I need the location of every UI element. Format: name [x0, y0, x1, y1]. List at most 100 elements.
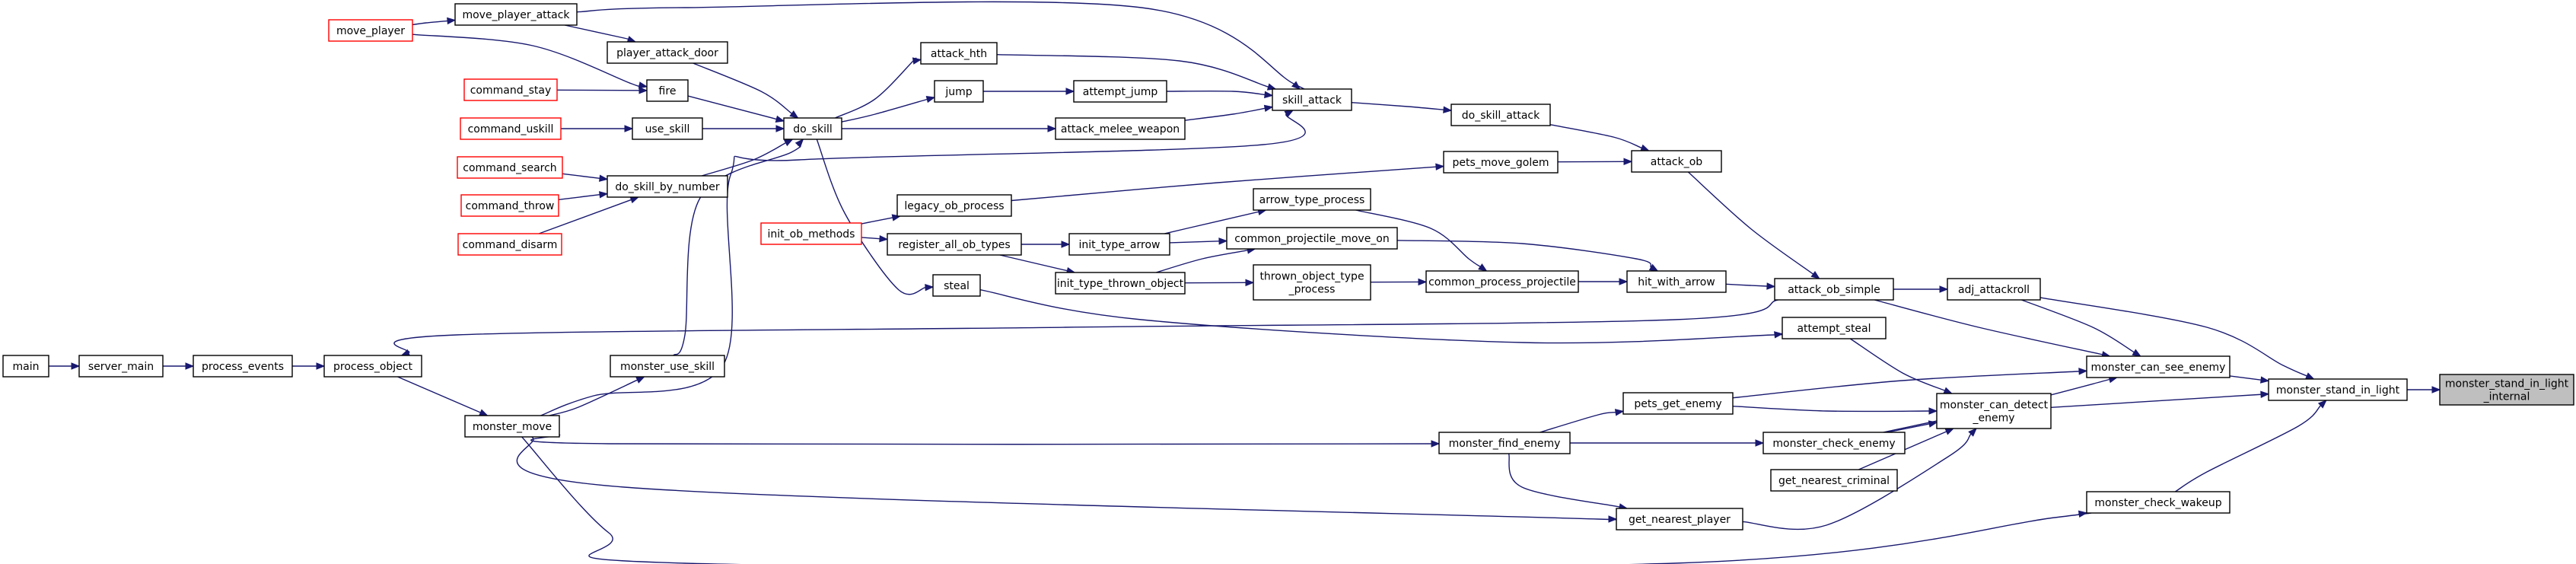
node-attack-ob[interactable]: attack_ob: [1631, 150, 1722, 173]
node-init-type-arrow[interactable]: init_type_arrow: [1068, 233, 1170, 256]
node-attack-ob-simple[interactable]: attack_ob_simple: [1774, 278, 1894, 301]
node-box: [1443, 151, 1559, 174]
node-init-ob-methods[interactable]: init_ob_methods: [760, 222, 862, 245]
edge-line: [2050, 394, 2262, 409]
node-box: [460, 194, 559, 217]
edge-line: [1156, 250, 1248, 273]
edges-layer: [49, 1, 2441, 564]
node-thrown-object-type-process[interactable]: thrown_object_type_process: [1253, 264, 1371, 301]
node-label: process_events: [202, 361, 284, 373]
node-server-main[interactable]: server_main: [78, 355, 164, 378]
edge-line: [562, 173, 600, 179]
node-label: adj_attackroll: [1958, 284, 2030, 296]
edge-command_stay-to-fire: [556, 87, 648, 94]
node-move-player[interactable]: move_player: [328, 19, 413, 42]
edge-init_type_thrown_object-to-thrown_object_type_process: [1184, 279, 1255, 287]
node-adj-attackroll[interactable]: adj_attackroll: [1947, 278, 2041, 301]
arrowhead: [1266, 83, 1277, 91]
node-monster-use-skill[interactable]: monster_use_skill: [610, 355, 725, 378]
node-use-skill[interactable]: use_skill: [632, 117, 703, 140]
node-main[interactable]: main: [2, 355, 49, 378]
edge-line: [564, 24, 631, 40]
edge-line: [397, 376, 481, 413]
node-command-throw[interactable]: command_throw: [460, 194, 559, 217]
node-monster-check-enemy[interactable]: monster_check_enemy: [1762, 432, 1906, 454]
arrowhead: [1623, 158, 1633, 166]
node-attack-hth[interactable]: attack_hth: [920, 42, 998, 65]
node-legacy-ob-process[interactable]: legacy_ob_process: [896, 194, 1012, 217]
node-fire[interactable]: fire: [646, 79, 689, 102]
node-pets-get-enemy[interactable]: pets_get_enemy: [1622, 392, 1734, 415]
node-label: monster_move: [473, 421, 552, 433]
edge-steal-to-attempt_steal: [979, 289, 1793, 344]
node-do-skill[interactable]: do_skill: [783, 117, 842, 140]
node-command-search[interactable]: command_search: [457, 156, 563, 179]
node-label: arrow_type_process: [1259, 194, 1365, 206]
node-command-uskill[interactable]: command_uskill: [460, 117, 562, 140]
edge-do_skill_by_number-to-do_skill: [701, 139, 794, 177]
node-do-skill-attack[interactable]: do_skill_attack: [1450, 104, 1551, 126]
node-do-skill-by-number[interactable]: do_skill_by_number: [607, 175, 728, 198]
edge-do_skill-to-attack_melee_weapon: [842, 125, 1057, 132]
node-common-projectile-move-on[interactable]: common_projectile_move_on: [1226, 227, 1398, 250]
edge-monster_check_wakeup-to-monster_stand_in_light: [2175, 400, 2327, 492]
node-get-nearest-criminal[interactable]: get_nearest_criminal: [1770, 469, 1898, 492]
arrowhead: [624, 125, 634, 132]
node-get-nearest-player[interactable]: get_nearest_player: [1616, 508, 1743, 531]
node-common-process-projectile[interactable]: common_process_projectile: [1425, 270, 1579, 293]
node-steal[interactable]: steal: [932, 274, 981, 297]
node-process-object[interactable]: process_object: [323, 355, 422, 378]
edge-pets_move_golem-to-attack_ob: [1557, 158, 1633, 166]
node-move-player-attack[interactable]: move_player_attack: [454, 3, 578, 26]
edge-line: [1887, 423, 1930, 433]
edge-register_all_ob_types-to-init_type_thrown_object: [999, 254, 1076, 275]
edge-line: [1169, 241, 1220, 244]
node-pets-move-golem[interactable]: pets_move_golem: [1443, 151, 1559, 174]
node-monster-find-enemy[interactable]: monster_find_enemy: [1438, 432, 1571, 454]
node-label: main: [13, 361, 40, 373]
node-attempt-steal[interactable]: attempt_steal: [1782, 317, 1887, 339]
edge-line: [1351, 102, 1444, 110]
node-label: attack_ob: [1651, 156, 1703, 168]
node-monster-can-see-enemy[interactable]: monster_can_see_enemy: [2086, 355, 2231, 378]
node-command-disarm[interactable]: command_disarm: [457, 233, 562, 256]
arrowhead: [629, 196, 640, 204]
node-monster-stand-in-light-internal[interactable]: monster_stand_in_light_internal: [2439, 374, 2574, 406]
node-label: jump: [944, 86, 972, 98]
node-process-events[interactable]: process_events: [193, 355, 293, 378]
node-box: [193, 355, 293, 378]
node-player-attack-door[interactable]: player_attack_door: [607, 41, 728, 64]
node-box: [460, 117, 562, 140]
node-jump[interactable]: jump: [934, 80, 984, 103]
edge-player_attack_door-to-do_skill: [693, 62, 799, 119]
edge-monster_use_skill-to-do_skill: [673, 139, 804, 356]
node-monster-can-detect-enemy[interactable]: monster_can_detect_enemy: [1936, 393, 2052, 429]
node-label: monster_can_see_enemy: [2091, 362, 2226, 374]
arrowhead: [638, 81, 648, 89]
node-monster-move[interactable]: monster_move: [464, 415, 560, 438]
node-label: _enemy: [1972, 413, 2014, 425]
node-label: process_object: [333, 361, 412, 373]
node-attempt-jump[interactable]: attempt_jump: [1073, 80, 1167, 103]
edge-line: [996, 54, 1269, 88]
node-skill-attack[interactable]: skill_attack: [1272, 88, 1352, 111]
node-box: [2439, 374, 2574, 406]
arrowhead: [1291, 81, 1301, 90]
node-label: monster_stand_in_light: [2276, 384, 2400, 397]
node-init-type-thrown-object[interactable]: init_type_thrown_object: [1055, 272, 1186, 295]
arrowhead: [2259, 376, 2270, 384]
node-hit-with-arrow[interactable]: hit_with_arrow: [1626, 270, 1727, 293]
node-monster-check-wakeup[interactable]: monster_check_wakeup: [2086, 491, 2231, 514]
node-register-all-ob-types[interactable]: register_all_ob_types: [887, 233, 1022, 256]
node-monster-stand-in-light[interactable]: monster_stand_in_light: [2268, 378, 2408, 401]
edge-do_skill-to-jump: [841, 95, 936, 123]
edge-line: [1732, 405, 1930, 413]
node-arrow-type-process[interactable]: arrow_type_process: [1253, 188, 1371, 211]
node-box: [2268, 378, 2408, 401]
node-box: [464, 415, 560, 438]
node-box: [607, 175, 728, 198]
node-box: [646, 79, 689, 102]
arrowhead: [1755, 439, 1765, 447]
node-attack-melee-weapon[interactable]: attack_melee_weapon: [1055, 117, 1186, 140]
node-command-stay[interactable]: command_stay: [463, 78, 558, 101]
